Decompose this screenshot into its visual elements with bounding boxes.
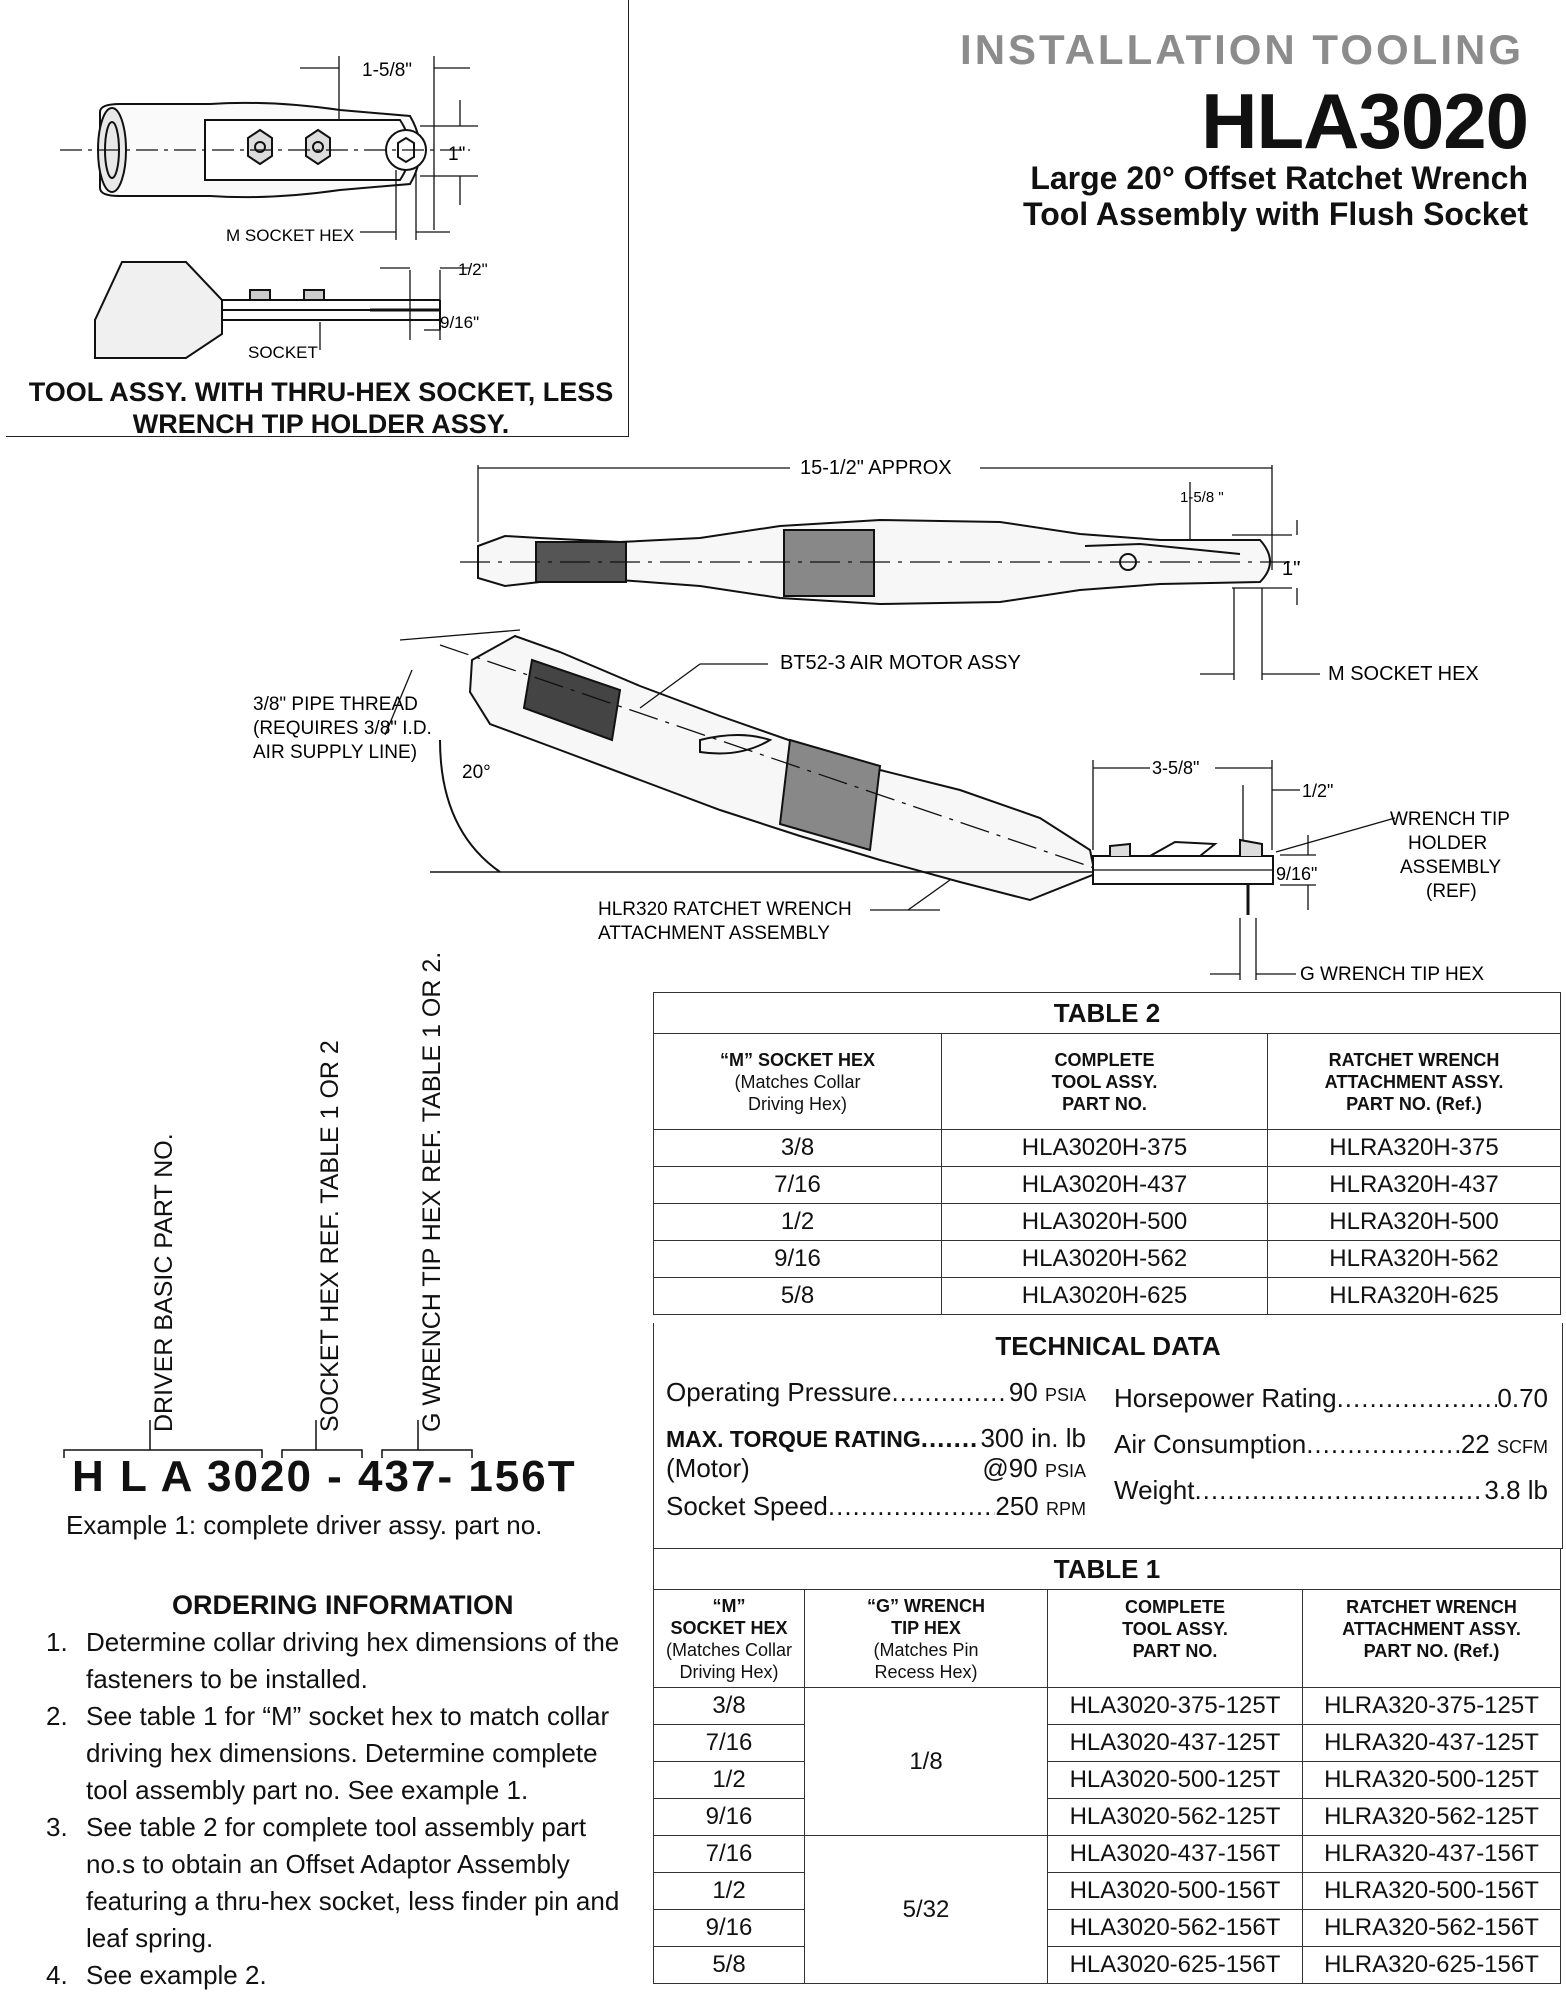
tech-weight: Weight .................................… (1114, 1475, 1548, 1505)
technical-data: TECHNICAL DATA Operating Pressure ......… (653, 1323, 1563, 1549)
ordering-title: ORDERING INFORMATION (172, 1590, 514, 1620)
wrench-tip-line2: HOLDER (1408, 833, 1487, 854)
inset-dim-height: 1" (448, 144, 465, 165)
wrench-tip-line3: ASSEMBLY (1400, 857, 1501, 878)
table2-header-ratchet: RATCHET WRENCH ATTACHMENT ASSY. PART NO.… (1267, 1033, 1561, 1130)
label-air-motor: BT52-3 AIR MOTOR ASSY (780, 652, 1021, 674)
list-item: 3.See table 2 for complete tool assembly… (46, 1812, 620, 1953)
wrench-tip-line4: (REF) (1426, 881, 1477, 902)
label-g-tip: G WRENCH TIP HEX REF. TABLE 1 OR 2. (418, 951, 446, 1432)
subtitle-line1: Large 20° Offset Ratchet Wrench (1030, 160, 1528, 196)
pipe-thread-line1: 3/8" PIPE THREAD (253, 694, 418, 715)
label-m-socket-hex: M SOCKET HEX (1328, 663, 1479, 685)
tech-air: Air Consumption ........................… (1114, 1429, 1548, 1459)
table-2: TABLE 2 “M” SOCKET HEX (Matches Collar D… (653, 992, 1561, 1315)
inset-socket-label: SOCKET (248, 343, 318, 362)
inset-m-socket-hex: M SOCKET HEX (226, 226, 354, 245)
label-socket-hex: SOCKET HEX REF. TABLE 1 OR 2 (316, 1040, 344, 1432)
inset-dim-top: 1-5/8" (362, 60, 412, 81)
example-caption: Example 1: complete driver assy. part no… (66, 1510, 543, 1540)
dim-9-16: 9/16" (1276, 864, 1317, 884)
main-tool-diagram: 15-1/2" APPROX 1-5/8 " 1" M SOCKET HEX B… (253, 457, 1510, 985)
inset-dim-9-16: 9/16" (440, 313, 479, 332)
list-item: 2.See table 1 for “M” socket hex to matc… (46, 1701, 610, 1805)
tip-hex-group1: 1/8 (804, 1687, 1048, 1836)
part-number-brackets (63, 1420, 473, 1458)
angle-20: 20° (462, 762, 491, 783)
tech-speed: Socket Speed ...........................… (666, 1491, 1086, 1521)
table2-title: TABLE 2 (653, 992, 1561, 1034)
section-kicker: INSTALLATION TOOLING (960, 26, 1524, 73)
dim-3-5-8: 3-5/8" (1152, 758, 1199, 778)
label-g-tip-hex: G WRENCH TIP HEX (1300, 964, 1484, 985)
dim-1-5-8: 1-5/8 " (1180, 489, 1224, 506)
inset-dim-half: 1/2" (458, 260, 488, 279)
model-title: HLA3020 (1201, 77, 1529, 165)
tech-horsepower: Horsepower Rating ......................… (1114, 1383, 1548, 1413)
table-1: TABLE 1 “M” SOCKET HEX (Matches Collar D… (653, 1548, 1561, 1984)
pipe-thread-line3: AIR SUPPLY LINE) (253, 742, 417, 763)
subtitle-line2: Tool Assembly with Flush Socket (1023, 196, 1528, 232)
ordering-list: 1.Determine collar driving hex dimension… (46, 1624, 626, 1994)
dim-half: 1/2" (1302, 781, 1333, 801)
table1-header-ratchet: RATCHET WRENCH ATTACHMENT ASSY. PART NO.… (1302, 1589, 1561, 1688)
ratchet-line2: ATTACHMENT ASSEMBLY (598, 923, 830, 944)
example-part-number: H L A 3020 - 437- 156T (72, 1452, 577, 1501)
table1-title: TABLE 1 (653, 1548, 1561, 1590)
inset-drawing: 1-5/8" 1" M SOCKET HEX 1/2" 9/16" SOCKET (60, 56, 488, 362)
table1-header-g: “G” WRENCH TIP HEX (Matches Pin Recess H… (804, 1589, 1048, 1688)
table2-header-m: “M” SOCKET HEX (Matches Collar Driving H… (653, 1033, 942, 1130)
tech-torque: MAX. TORQUE RATING .....................… (666, 1423, 1086, 1453)
inset-caption: TOOL ASSY. WITH THRU-HEX SOCKET, LESS WR… (10, 376, 632, 440)
tech-motor: (Motor) @90 PSIA (666, 1453, 1086, 1483)
inset-caption-line2: WRENCH TIP HOLDER ASSY. (132, 409, 510, 439)
list-item: 1.Determine collar driving hex dimension… (46, 1627, 620, 1694)
table1-header-complete: COMPLETE TOOL ASSY. PART NO. (1047, 1589, 1303, 1688)
table2-header-complete: COMPLETE TOOL ASSY. PART NO. (941, 1033, 1268, 1130)
tip-hex-group2: 5/32 (804, 1835, 1048, 1984)
table1-header-m: “M” SOCKET HEX (Matches Collar Driving H… (653, 1589, 805, 1688)
dim-1: 1" (1282, 558, 1300, 580)
label-driver-basic: DRIVER BASIC PART NO. (150, 1133, 178, 1432)
list-item: 4.See example 2. (46, 1960, 267, 1990)
pipe-thread-line2: (REQUIRES 3/8" I.D. (253, 718, 432, 739)
inset-frame (6, 0, 629, 437)
ratchet-line1: HLR320 RATCHET WRENCH (598, 899, 852, 920)
tech-pressure: Operating Pressure .....................… (666, 1377, 1086, 1407)
wrench-tip-line1: WRENCH TIP (1390, 809, 1510, 830)
tech-title: TECHNICAL DATA (995, 1331, 1221, 1361)
dim-overall-length: 15-1/2" APPROX (800, 457, 952, 479)
inset-caption-line1: TOOL ASSY. WITH THRU-HEX SOCKET, LESS (28, 377, 614, 407)
